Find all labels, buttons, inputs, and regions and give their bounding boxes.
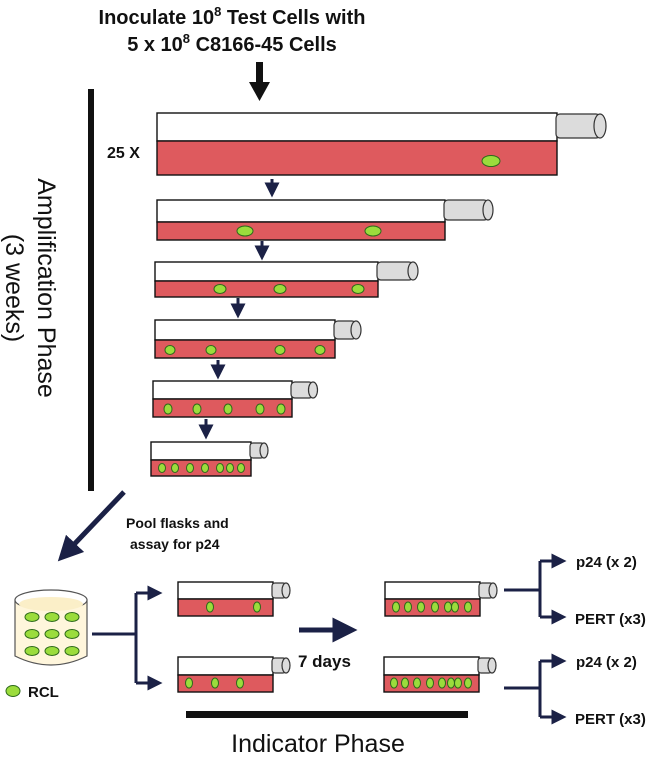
indicator-flask-right-bottom	[383, 656, 497, 693]
indicator-phase-bar	[186, 711, 468, 718]
pool-arrow	[57, 490, 126, 562]
flask-2	[156, 199, 494, 241]
svg-text:(3 weeks): (3 weeks)	[0, 234, 28, 342]
pooled-culture-beaker	[14, 589, 88, 666]
svg-text:Amplification Phase: Amplification Phase	[32, 178, 60, 398]
output-label: PERT (x3)	[575, 711, 646, 728]
indicator-flask-right-top	[384, 581, 498, 617]
flask-4	[154, 319, 362, 359]
flask-5	[152, 380, 319, 418]
output-label: PERT (x3)	[575, 611, 646, 628]
flask-6	[150, 441, 269, 477]
seven-days-label: 7 days	[298, 652, 351, 671]
amplification-phase-label: Amplification Phase	[32, 178, 60, 398]
output-branch-bottom	[504, 653, 567, 725]
rcl-legend-icon	[5, 685, 21, 697]
output-label: p24 (x 2)	[576, 554, 637, 571]
indicator-flask-left-bottom	[177, 656, 291, 693]
flask-3	[154, 261, 419, 298]
amplification-phase-bar	[88, 89, 94, 491]
pool-label-line-2: assay for p24	[130, 536, 220, 552]
title-line-2: 5 x 108 C8166-45 Cells	[127, 31, 337, 56]
amplification-duration-label: (3 weeks)	[0, 234, 28, 342]
output-label: p24 (x 2)	[576, 654, 637, 671]
pool-label-line-1: Pool flasks and	[126, 515, 229, 531]
beaker-branch-arrow	[92, 585, 163, 691]
inoculate-arrow	[249, 62, 270, 101]
title-line-1: Inoculate 108 Test Cells with	[99, 4, 366, 29]
indicator-flask-left-top	[177, 581, 291, 617]
cell	[481, 155, 501, 167]
flask-1	[156, 112, 607, 176]
indicator-phase-label: Indicator Phase	[231, 730, 405, 758]
multiplier-label: 25 X	[107, 145, 140, 162]
rcl-legend-label: RCL	[28, 684, 59, 701]
output-branch-top	[504, 553, 567, 625]
